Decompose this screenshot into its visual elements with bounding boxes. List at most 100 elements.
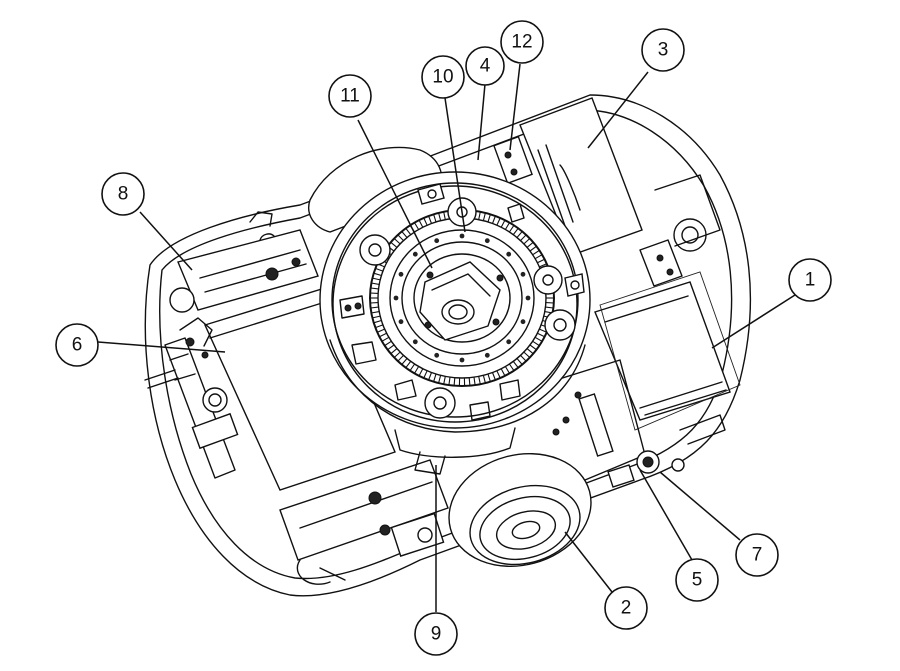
- callout-8-label: 8: [118, 184, 129, 205]
- callout-5: 5: [675, 558, 719, 602]
- bolt-ring: [393, 233, 531, 363]
- callout-6-label: 6: [72, 335, 83, 356]
- leader-3: [587, 71, 649, 149]
- callout-3-label: 3: [658, 40, 669, 61]
- gear-tooth: [423, 217, 428, 226]
- gear-tooth: [405, 361, 412, 369]
- callout-2: 2: [604, 586, 648, 630]
- drive-wheel-top: [308, 146, 443, 233]
- gear-tooth: [504, 366, 510, 374]
- central-turret: [319, 171, 591, 475]
- gear-tooth: [418, 219, 424, 228]
- gear-tooth: [532, 249, 540, 256]
- leader-2: [564, 531, 613, 593]
- callout-7: 7: [735, 533, 779, 577]
- callout-1: 1: [788, 258, 832, 302]
- callout-10: 10: [421, 55, 465, 99]
- gear-tooth: [393, 351, 401, 358]
- bolt: [412, 251, 418, 257]
- gear-tooth: [537, 258, 545, 264]
- callout-11: 11: [328, 74, 372, 118]
- gear-tooth: [520, 234, 527, 241]
- leader-7: [659, 471, 741, 541]
- bolt: [398, 319, 404, 325]
- gear-tooth: [397, 355, 404, 362]
- gear-tooth: [478, 211, 481, 220]
- bolt: [434, 238, 440, 244]
- callout-12: 12: [500, 20, 544, 64]
- gear-tooth: [537, 332, 545, 338]
- gear-tooth: [534, 336, 543, 342]
- gear-tooth: [387, 344, 395, 351]
- gear-tooth: [371, 282, 380, 285]
- gear-tooth: [373, 319, 382, 324]
- gear-tooth: [397, 234, 404, 241]
- leader-6: [97, 341, 226, 353]
- motor-housing-upper-left: [169, 211, 319, 313]
- gear-tooth: [453, 377, 456, 386]
- bolt: [520, 319, 526, 325]
- caster-right-upper: [639, 174, 721, 287]
- gear-tooth: [409, 363, 416, 371]
- electronics-box-right-upper: [493, 97, 643, 256]
- callout-9-label: 9: [431, 624, 442, 645]
- callout-7-label: 7: [752, 545, 763, 566]
- gear-tooth: [375, 267, 384, 272]
- callout-10-label: 10: [432, 67, 453, 88]
- bolt: [484, 352, 490, 358]
- gear-tooth: [370, 287, 379, 290]
- gear-tooth: [534, 254, 543, 260]
- bolt: [506, 251, 512, 257]
- gear-tooth: [443, 211, 446, 220]
- callout-4-label: 4: [480, 56, 491, 77]
- motor-housing-lower-left: [279, 459, 449, 585]
- gear-tooth: [423, 370, 428, 379]
- bolt: [393, 295, 399, 301]
- leader-11: [357, 119, 433, 269]
- gear-tooth: [405, 227, 412, 235]
- gear-tooth: [532, 340, 540, 347]
- gear-tooth: [418, 368, 424, 377]
- bolt: [398, 271, 404, 277]
- left-side-bracket: [144, 317, 239, 479]
- gear-tooth: [529, 344, 537, 351]
- gear-tooth: [478, 376, 481, 385]
- gear-tooth: [516, 231, 523, 238]
- gear-tooth: [500, 368, 506, 377]
- gear-tooth: [512, 361, 519, 369]
- gear-tooth: [428, 372, 433, 381]
- gear-tooth: [516, 358, 523, 365]
- bolt: [434, 352, 440, 358]
- gear-tooth: [523, 351, 531, 358]
- callout-12-label: 12: [511, 32, 532, 53]
- callout-5-label: 5: [692, 570, 703, 591]
- gear-tooth: [500, 219, 506, 228]
- gear-tooth: [508, 225, 515, 233]
- gear-tooth: [504, 222, 510, 230]
- gear-tooth: [372, 315, 381, 319]
- gear-tooth: [438, 375, 442, 384]
- gear-tooth: [384, 340, 392, 347]
- battery-box-left: [204, 287, 396, 491]
- gear-tooth: [473, 377, 476, 386]
- lower-right-components: [539, 359, 726, 488]
- bolt: [525, 295, 531, 301]
- gear-tooth: [414, 366, 420, 374]
- gear-tooth: [433, 214, 437, 223]
- gear-tooth: [377, 328, 385, 333]
- gear-tooth: [372, 277, 381, 281]
- gear-tooth: [520, 355, 527, 362]
- gear-tooth: [539, 328, 547, 333]
- gear-tooth: [379, 332, 387, 338]
- callout-3: 3: [641, 28, 685, 72]
- gear-tooth: [443, 376, 446, 385]
- gear-tooth: [428, 215, 433, 224]
- callout-11-label: 11: [340, 86, 360, 107]
- gear-tooth: [414, 222, 420, 230]
- leader-10: [444, 97, 466, 233]
- bolt: [459, 357, 465, 363]
- callout-1-label: 1: [805, 270, 816, 291]
- gear-tooth: [370, 306, 379, 309]
- callout-6: 6: [55, 323, 99, 367]
